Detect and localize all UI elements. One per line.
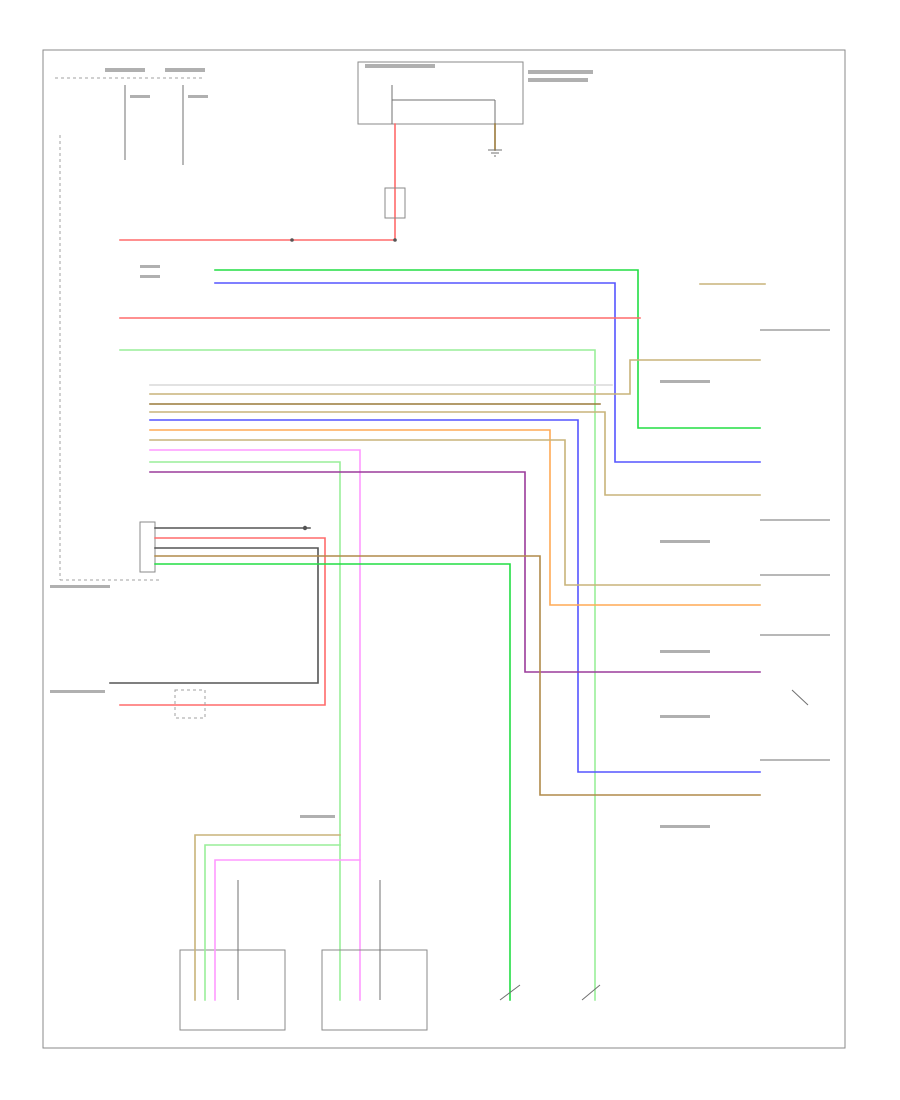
wire-orange [149, 429, 761, 606]
wire-green-mid [154, 563, 511, 1001]
wire-red-feed [119, 123, 396, 241]
wire-lightgreen-b [149, 461, 341, 1001]
wire-pink [149, 449, 361, 1001]
module-left-small [174, 689, 206, 719]
fuse-box-top [357, 61, 593, 125]
wire-green-top [214, 269, 761, 429]
switch-module-right [321, 880, 428, 1031]
wire-tan-mid [154, 555, 761, 796]
switch-icon [499, 689, 809, 1001]
right-switch-rails [760, 329, 830, 761]
wire-blue-top [214, 282, 761, 463]
wire-gray-long [109, 547, 319, 684]
fuse-block-left [55, 68, 208, 581]
wire-blue-b [149, 419, 761, 773]
switch-module-left [179, 834, 361, 1031]
wire-red-mid2 [119, 537, 326, 706]
wire-lightgreen-long [119, 349, 596, 1001]
wire-purple [149, 471, 761, 673]
wire-tan-b [149, 411, 761, 496]
label-blocks [50, 265, 710, 828]
wire-tan-c [149, 439, 761, 586]
connector-icon [290, 187, 406, 242]
ground-icon [488, 149, 502, 157]
diagram-frame [42, 49, 846, 1049]
wire-tan-a [149, 359, 761, 395]
